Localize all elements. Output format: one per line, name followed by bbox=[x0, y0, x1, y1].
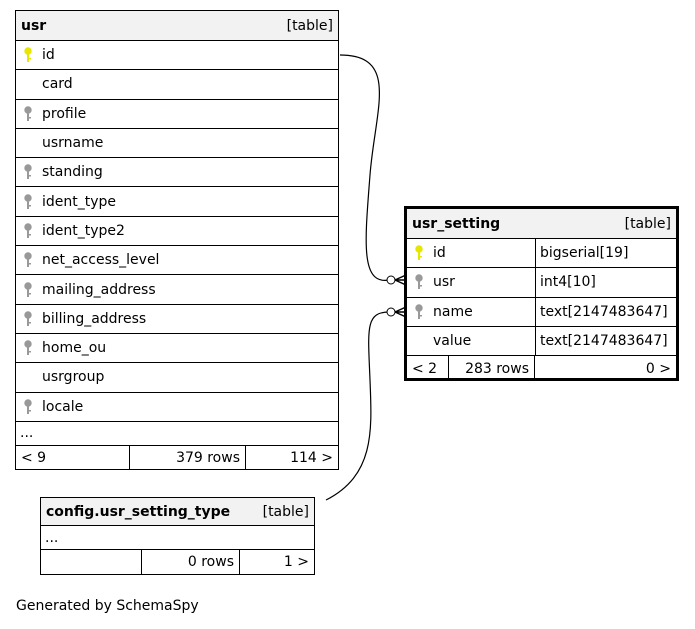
table-header[interactable]: usr_setting [table] bbox=[407, 209, 676, 239]
column-row[interactable]: name text[2147483647] bbox=[407, 297, 676, 327]
parents-count[interactable]: < 2 bbox=[407, 356, 449, 382]
table-name: config.usr_setting_type bbox=[46, 503, 231, 520]
table-config-usr-setting-type[interactable]: config.usr_setting_type [table] ... 0 ro… bbox=[40, 497, 315, 575]
table-kind: [table] bbox=[624, 215, 671, 232]
column-row[interactable]: value text[2147483647] bbox=[407, 326, 676, 357]
ellipsis-row: ... bbox=[41, 526, 314, 550]
column-row[interactable]: locale bbox=[16, 393, 338, 422]
column-name: billing_address bbox=[42, 310, 147, 327]
parents-count[interactable]: < 9 bbox=[16, 445, 130, 470]
row-count: 379 rows bbox=[130, 445, 246, 470]
column-row[interactable]: ident_type2 bbox=[16, 217, 338, 247]
children-count[interactable]: 114 > bbox=[290, 449, 333, 466]
column-name: card bbox=[42, 76, 73, 93]
column-name: name bbox=[433, 303, 473, 320]
column-row[interactable]: usr int4[10] bbox=[407, 268, 676, 298]
column-name: ident_type bbox=[42, 193, 117, 210]
table-footer: 0 rows 1 > bbox=[41, 550, 314, 574]
primary-key-icon bbox=[415, 245, 423, 261]
column-name: locale bbox=[42, 398, 84, 415]
edge-name-zero-marker bbox=[386, 307, 396, 317]
table-footer: < 9 379 rows 114 > bbox=[16, 445, 338, 470]
column-row[interactable]: usrname bbox=[16, 129, 338, 159]
column-row[interactable]: profile bbox=[16, 100, 338, 129]
column-row[interactable]: id bbox=[16, 41, 338, 71]
column-row[interactable]: standing bbox=[16, 158, 338, 188]
column-row[interactable]: billing_address bbox=[16, 305, 338, 334]
column-row[interactable]: net_access_level bbox=[16, 246, 338, 276]
column-row[interactable]: usrgroup bbox=[16, 363, 338, 393]
column-name: usr bbox=[433, 274, 455, 291]
table-name: usr bbox=[21, 17, 47, 34]
column-name: id bbox=[42, 47, 55, 64]
ellipsis: ... bbox=[45, 529, 59, 546]
column-type: text[2147483647] bbox=[535, 326, 668, 356]
column-name: standing bbox=[42, 164, 103, 181]
foreign-key-icon bbox=[415, 304, 423, 319]
column-name: usrgroup bbox=[42, 369, 105, 386]
edge-setting-type-to-usr_setting bbox=[325, 311, 390, 501]
ellipsis: ... bbox=[20, 425, 34, 442]
foreign-key-icon bbox=[415, 274, 423, 290]
column-row[interactable]: home_ou bbox=[16, 334, 338, 364]
column-name: home_ou bbox=[42, 340, 107, 357]
parents-count[interactable] bbox=[41, 550, 142, 574]
children-count[interactable]: 0 > bbox=[645, 360, 671, 377]
table-header[interactable]: config.usr_setting_type [table] bbox=[41, 498, 314, 526]
row-count: 0 rows bbox=[142, 550, 240, 574]
table-name: usr_setting bbox=[412, 215, 501, 232]
ellipsis-row: ... bbox=[16, 422, 338, 446]
table-kind: [table] bbox=[262, 503, 309, 520]
table-usr[interactable]: usr [table] id card profile usrname standing… bbox=[15, 10, 339, 470]
column-row[interactable]: card bbox=[16, 70, 338, 100]
column-name: id bbox=[433, 245, 446, 262]
foreign-key-icon bbox=[24, 223, 32, 238]
column-type: text[2147483647] bbox=[535, 297, 668, 326]
column-name: ident_type2 bbox=[42, 222, 125, 239]
column-name: net_access_level bbox=[42, 252, 160, 269]
column-name: usrname bbox=[42, 135, 104, 152]
foreign-key-icon bbox=[24, 193, 32, 209]
column-type: int4[10] bbox=[535, 268, 596, 297]
column-name: profile bbox=[42, 105, 87, 122]
table-footer: < 2 283 rows 0 > bbox=[407, 356, 676, 382]
table-header[interactable]: usr [table] bbox=[16, 11, 338, 41]
generated-by-label: Generated by SchemaSpy bbox=[16, 598, 199, 614]
column-row[interactable]: ident_type bbox=[16, 187, 338, 217]
foreign-key-icon bbox=[24, 252, 32, 268]
column-name: value bbox=[433, 333, 472, 350]
foreign-key-icon bbox=[24, 399, 32, 414]
edge-usr-to-usr_setting bbox=[339, 54, 390, 281]
column-row[interactable]: mailing_address bbox=[16, 275, 338, 305]
row-count: 283 rows bbox=[449, 356, 535, 382]
foreign-key-icon bbox=[24, 164, 32, 180]
foreign-key-icon bbox=[24, 106, 32, 121]
foreign-key-icon bbox=[24, 281, 32, 297]
foreign-key-icon bbox=[24, 311, 32, 326]
foreign-key-icon bbox=[24, 340, 32, 356]
column-type: bigserial[19] bbox=[535, 239, 628, 268]
column-name: mailing_address bbox=[42, 281, 156, 298]
edge-usr-zero-marker bbox=[386, 275, 396, 285]
primary-key-icon bbox=[24, 47, 32, 63]
children-count[interactable]: 1 > bbox=[283, 554, 309, 570]
column-row[interactable]: id bigserial[19] bbox=[407, 239, 676, 269]
table-kind: [table] bbox=[286, 17, 333, 34]
table-usr-setting[interactable]: usr_setting [table] id bigserial[19] usr in… bbox=[404, 206, 679, 382]
